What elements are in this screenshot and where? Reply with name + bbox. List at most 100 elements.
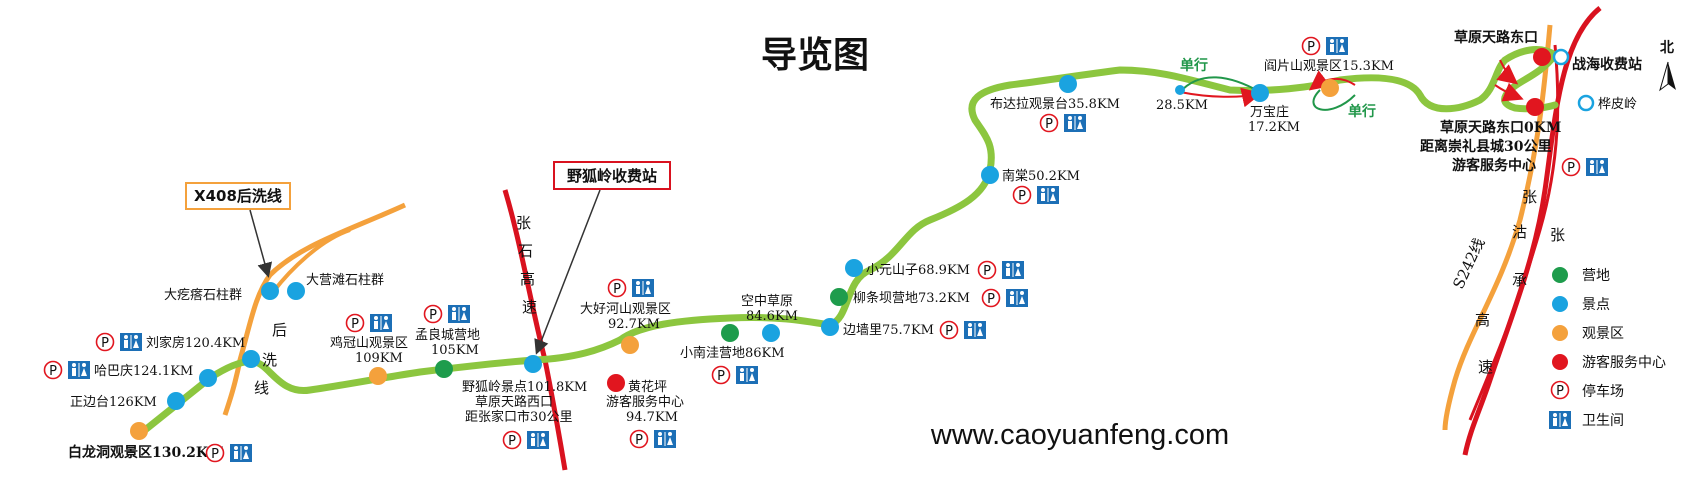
- road-zhangzhuo-2: 沽: [1512, 223, 1527, 241]
- label-dongkou0: 草原天路东口0KM: [1440, 119, 1561, 136]
- road-s242: S242线: [1449, 235, 1488, 291]
- parking-icon: [1301, 36, 1321, 56]
- marker-dongkou[interactable]: [1533, 48, 1551, 66]
- road-zhangshi-4: 速: [522, 298, 537, 316]
- marker-jiguanshan[interactable]: [369, 367, 387, 385]
- toilet-icon: [68, 361, 90, 379]
- callout-toll-text: 野狐岭收费站: [567, 167, 657, 185]
- callout-x408-arrow: [249, 209, 273, 278]
- oneway-loop-a: [1179, 76, 1261, 93]
- road-zhangshi-3: 高: [520, 270, 535, 288]
- road-houxi-3: 线: [254, 379, 269, 397]
- road-houxi-1: 后: [272, 321, 287, 339]
- label-zhanhai: 战海收费站: [1572, 56, 1642, 73]
- marker-xiaoyuanshanzi[interactable]: [845, 259, 863, 277]
- oneway-loop-b: [1312, 89, 1356, 111]
- legend-label-scenic: 观景区: [1582, 326, 1624, 342]
- marker-xiaonanwa[interactable]: [721, 324, 739, 342]
- marker-liutiaoba[interactable]: [830, 288, 848, 306]
- callout-x408: X408后洗线: [185, 182, 291, 278]
- callout-toll: 野狐岭收费站: [534, 161, 671, 355]
- label-dahaohe: 大好河山观景区: [580, 302, 671, 317]
- marker-huapiling[interactable]: [1577, 94, 1595, 112]
- marker-dongkou-svc[interactable]: [1526, 98, 1544, 116]
- marker-nanye[interactable]: [981, 166, 999, 184]
- label-xiaoyuanshanzi: 小元山子68.9KM: [866, 263, 970, 278]
- label-nanye: 南棠50.2KM: [1002, 168, 1080, 184]
- toilet-icon: [1064, 114, 1086, 132]
- parking-icon: [977, 260, 997, 280]
- toilet-icon: [1586, 158, 1608, 176]
- marker-zhanhai[interactable]: [1552, 48, 1570, 66]
- parking-icon: [502, 430, 522, 450]
- legend-label-toilet: 卫生间: [1582, 413, 1624, 429]
- parking-icon: [711, 365, 731, 385]
- label-xikou-dist: 距张家口市30公里: [465, 409, 573, 425]
- legend-label-service: 游客服务中心: [1582, 354, 1666, 371]
- label-dayingtan: 大营滩石柱群: [306, 273, 384, 288]
- marker-baihuadong[interactable]: [130, 422, 148, 440]
- zhangshi-highway: [502, 189, 568, 471]
- marker-dahaohe[interactable]: [621, 336, 639, 354]
- label-wanbaozhuang-km: 17.2KM: [1248, 120, 1300, 135]
- east-exit-arrow: [1494, 82, 1524, 102]
- road-zhangshi-2: 石: [518, 242, 533, 260]
- label-zhengbiantai: 正边台126KM: [70, 395, 157, 410]
- marker-yehuling[interactable]: [524, 355, 542, 373]
- label-mengliangcheng-km: 105KM: [431, 343, 479, 358]
- toilet-icon: [1006, 289, 1028, 307]
- legend-label-parking: 停车场: [1582, 383, 1624, 400]
- marker-wanbaozhuang[interactable]: [1251, 84, 1269, 102]
- oneway-label-b: 单行: [1348, 103, 1376, 120]
- road-zhangzhuo-5: 速: [1478, 358, 1493, 376]
- marker-mengliangcheng[interactable]: [435, 360, 453, 378]
- marker-yanpianshan[interactable]: [1321, 79, 1339, 97]
- marker-kongzhong[interactable]: [762, 324, 780, 342]
- website-url: www.caoyuanfeng.com: [930, 419, 1229, 451]
- parking-icon: [1039, 113, 1059, 133]
- toilet-icon: [527, 431, 549, 449]
- x408-branch: [271, 228, 351, 294]
- toilet-icon: [1002, 261, 1024, 279]
- legend-label-spot: 景点: [1582, 297, 1610, 313]
- label-liujiafang: 刘家房120.4KM: [146, 335, 245, 351]
- label-huanghuaping-km: 94.7KM: [626, 410, 678, 425]
- legend-swatch-camp: [1552, 267, 1568, 283]
- road-zhangzhuo-1: 张: [1522, 188, 1537, 206]
- marker-bianqiangli[interactable]: [821, 318, 839, 336]
- toilet-icon: [370, 314, 392, 332]
- label-huanghuaping-svc: 游客服务中心: [606, 394, 684, 410]
- legend-swatch-scenic: [1552, 325, 1568, 341]
- toilet-icon: [632, 279, 654, 297]
- label-dahaohe-km: 92.7KM: [608, 317, 660, 332]
- marker-habaqing[interactable]: [199, 369, 217, 387]
- parking-icon: [629, 429, 649, 449]
- marker-dahedalu[interactable]: [261, 282, 279, 300]
- legend-swatch-spot: [1552, 296, 1568, 312]
- marker-budala[interactable]: [1059, 75, 1077, 93]
- toilet-icon: [448, 305, 470, 323]
- marker-285km[interactable]: [1175, 85, 1185, 95]
- toilet-icon: [120, 333, 142, 351]
- parking-icon: [95, 332, 115, 352]
- label-budala: 布达拉观景台35.8KM: [990, 97, 1120, 112]
- label-dahedalu: 大疙瘩石柱群: [164, 288, 242, 303]
- road-houxi-2: 洗: [262, 351, 277, 369]
- toilet-icon: [1549, 411, 1571, 429]
- callout-x408-text: X408后洗线: [194, 187, 282, 205]
- marker-dayingtan[interactable]: [287, 282, 305, 300]
- label-dongkou: 草原天路东口: [1454, 29, 1538, 46]
- parking-icon: [1561, 157, 1581, 177]
- label-liutiaoba: 柳条坝营地73.2KM: [853, 290, 970, 306]
- marker-liujiafang[interactable]: [242, 350, 260, 368]
- parking-icon: [607, 278, 627, 298]
- marker-huanghuaping[interactable]: [607, 374, 625, 392]
- parking-icon: [205, 443, 225, 463]
- toilet-icon: [1037, 186, 1059, 204]
- callout-toll-arrow: [534, 189, 601, 355]
- label-huanghuaping: 黄花坪: [628, 379, 667, 395]
- label-kongzhong: 空中草原: [741, 294, 793, 309]
- marker-zhengbiantai[interactable]: [167, 392, 185, 410]
